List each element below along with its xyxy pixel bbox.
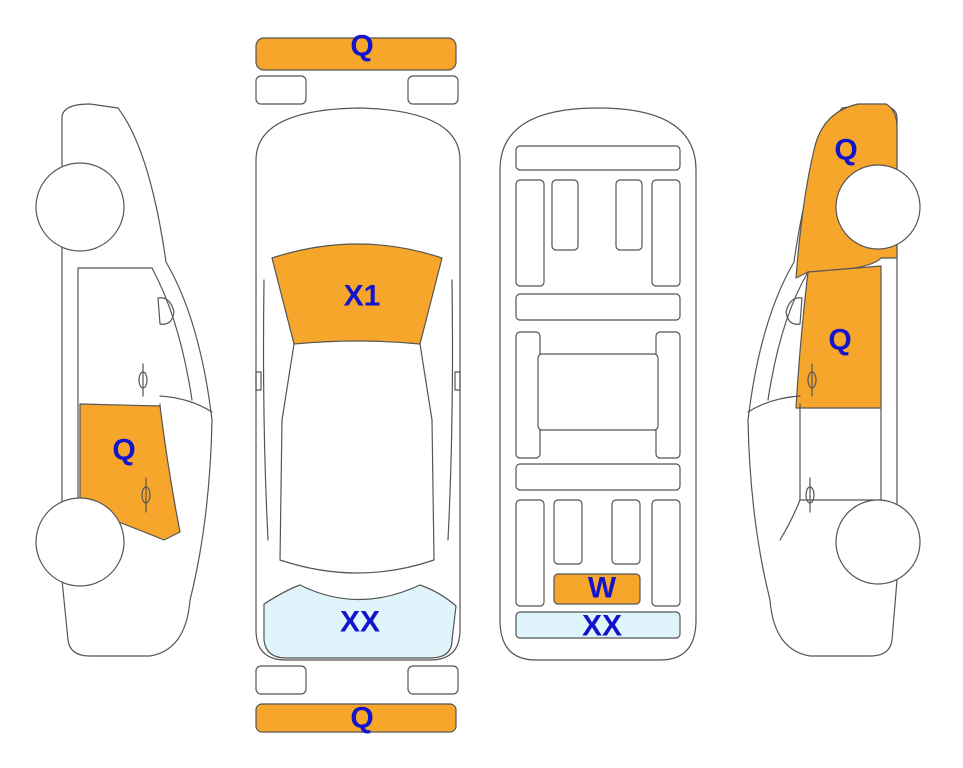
underbody-left-sill — [515, 331, 541, 459]
windshield-label: X1 — [344, 280, 381, 313]
left-front-wheel — [35, 162, 125, 252]
front-left-light — [255, 75, 307, 105]
right-side-roof-line — [747, 395, 801, 413]
underbody-front-bar — [515, 145, 681, 171]
rear-window-label: XX — [340, 606, 380, 639]
rear-bumper-damage — [255, 703, 457, 733]
underbody-right-sill — [655, 331, 681, 459]
underbody-rear-right-rail — [651, 499, 681, 607]
rear-window-marked — [263, 584, 457, 659]
left-side-mirror — [157, 297, 175, 325]
left-side-view: Q — [35, 103, 213, 657]
underbody-rear-part-label: W — [588, 572, 617, 605]
right-rear-wheel — [835, 499, 921, 585]
top-view-right-mirror — [454, 371, 461, 391]
underbody-rear-left-rail — [515, 499, 545, 607]
underbody-mid-bar-1 — [515, 293, 681, 321]
top-view-right-door-line — [447, 279, 454, 541]
right-side-window-line — [767, 271, 809, 401]
left-side-window-line — [77, 267, 193, 401]
right-side-view: Q Q — [747, 103, 921, 657]
underbody-rear-left-slot — [553, 499, 583, 565]
underbody-front-left-slot — [551, 179, 579, 251]
right-side-rear-door-line — [779, 499, 801, 541]
left-rear-wheel — [35, 497, 125, 587]
underbody-front-right-rail — [651, 179, 681, 287]
windshield-damage — [271, 243, 443, 345]
right-front-door-label: Q — [828, 324, 851, 357]
underbody-rear-right-slot — [611, 499, 641, 565]
left-side-roof-line — [159, 395, 213, 413]
underbody-rear-part-damage — [553, 573, 641, 605]
front-right-light — [407, 75, 459, 105]
rear-bumper-label: Q — [350, 702, 373, 735]
front-bumper-label: Q — [350, 30, 373, 63]
top-view-body-outline — [255, 107, 461, 661]
underbody-mid-bar-2 — [515, 463, 681, 491]
rear-right-light — [407, 665, 459, 695]
top-view-left-mirror — [255, 371, 262, 391]
left-side-door-handle-front — [138, 363, 148, 397]
left-side-door-handle-rear — [141, 477, 151, 513]
right-side-mirror — [785, 297, 803, 325]
right-front-door-damage — [795, 265, 882, 409]
top-view-left-door-line — [262, 279, 269, 541]
underbody-front-left-rail — [515, 179, 545, 287]
front-bumper-damage — [255, 37, 457, 71]
top-view-roof-outline — [279, 343, 435, 574]
underbody-view: W XX — [499, 107, 697, 661]
underbody-rear-bar-label: XX — [582, 610, 622, 643]
top-view: Q X1 XX Q — [255, 30, 461, 735]
underbody-center-panel — [537, 353, 659, 431]
rear-left-light — [255, 665, 307, 695]
left-rear-door-label: Q — [112, 434, 135, 467]
underbody-front-right-slot — [615, 179, 643, 251]
right-side-door-handle-rear — [805, 477, 815, 513]
right-side-door-handle-front — [807, 363, 817, 397]
right-front-fender-label: Q — [834, 134, 857, 167]
underbody-rear-bar-marked — [515, 611, 681, 639]
right-front-wheel — [835, 164, 921, 250]
